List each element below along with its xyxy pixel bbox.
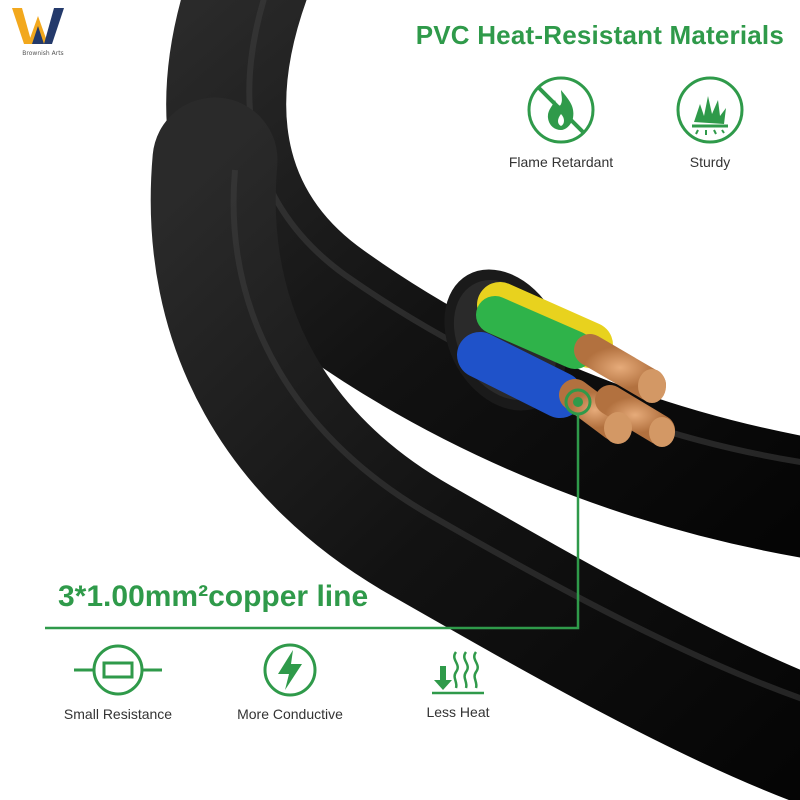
cable-coil-front <box>150 97 800 800</box>
copper-strands <box>559 334 675 447</box>
wire-green-yellow <box>476 282 613 369</box>
feature-label: More Conductive <box>237 706 343 722</box>
sturdy-icon <box>676 76 744 144</box>
feature-small-resistance: Small Resistance <box>48 642 188 722</box>
wire-blue <box>457 332 583 418</box>
feature-label: Flame Retardant <box>508 154 614 170</box>
feature-more-conductive: More Conductive <box>220 642 360 722</box>
headline: PVC Heat-Resistant Materials <box>415 20 784 50</box>
heat-waves-icon <box>432 651 484 695</box>
lightning-icon <box>263 643 317 697</box>
feature-sturdy: Sturdy <box>660 74 760 170</box>
feature-label: Small Resistance <box>63 706 173 722</box>
brand-logo: Brownish Arts <box>8 4 68 60</box>
feature-less-heat: Less Heat <box>398 646 518 720</box>
flame-retardant-icon <box>527 76 595 144</box>
resistor-icon <box>74 644 162 696</box>
brand-tagline: Brownish Arts <box>22 50 64 57</box>
callout-line <box>45 414 580 630</box>
brand-monogram-icon <box>12 8 64 44</box>
feature-flame-retardant: Flame Retardant <box>496 74 626 170</box>
cable-spec-label: 3*1.00mm²copper line <box>58 580 369 613</box>
feature-label: Sturdy <box>689 154 731 170</box>
feature-label: Less Heat <box>426 704 490 720</box>
